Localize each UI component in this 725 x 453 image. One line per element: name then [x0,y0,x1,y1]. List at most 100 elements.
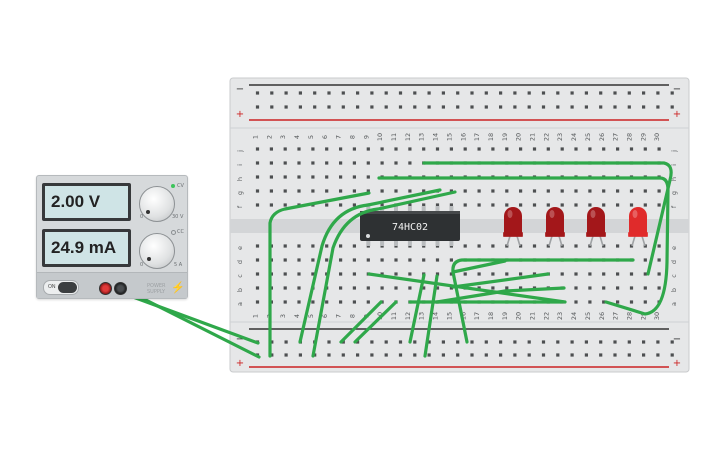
column-number-bottom: 7 [335,314,343,318]
wire-4[interactable] [377,176,670,316]
row-letter-left: e [236,246,244,250]
column-number-top: 2 [265,135,273,139]
row-letter-left: c [236,274,244,278]
column-number-top: 12 [404,133,412,141]
row-letter-left: g [236,191,244,195]
column-number-top: 14 [432,133,440,141]
wire-5[interactable] [422,161,673,276]
wire-1[interactable] [268,191,371,358]
row-letter-left: b [236,288,244,292]
column-number-top: 23 [556,133,564,141]
column-number-bottom: 28 [625,312,633,320]
column-number-top: 26 [598,133,606,141]
column-number-bottom: 15 [445,312,453,320]
column-number-top: 22 [542,133,550,141]
row-letter-left: h [236,177,244,181]
row-letter-right: a [670,302,678,306]
row-letter-right: g [670,191,678,195]
breadboard-labels: 1122334455667788991010111112121313141415… [236,133,678,320]
voltage-readout: 2.00 V [45,186,128,218]
wire-2[interactable] [298,188,442,344]
chip-74hc02[interactable]: 74HC02 [360,206,460,246]
column-number-top: 28 [625,133,633,141]
led[interactable] [503,207,523,247]
column-number-top: 1 [252,135,260,139]
column-number-bottom: 19 [501,312,509,320]
column-number-bottom: 21 [529,312,537,320]
top-rail-plus-left: + [236,109,244,120]
current-knob[interactable] [139,233,175,269]
wire-12[interactable] [451,272,550,289]
column-number-top: 16 [459,133,467,141]
led[interactable] [586,207,606,247]
row-letter-left: a [236,302,244,306]
led[interactable] [545,207,565,247]
wire-9[interactable] [423,274,439,358]
column-number-top: 4 [293,135,301,139]
top-rail-plus-right: + [673,109,681,120]
column-number-top: 6 [321,135,329,139]
wire-11[interactable] [367,272,567,304]
column-number-bottom: 17 [473,312,481,320]
column-number-top: 17 [473,133,481,141]
column-number-bottom: 8 [348,314,356,318]
column-number-bottom: 24 [570,312,578,320]
column-number-top: 21 [529,133,537,141]
column-number-top: 19 [501,133,509,141]
positive-terminal[interactable] [99,282,112,295]
toggle-knob-icon [58,282,77,293]
breadboard-holes [255,91,674,357]
column-number-top: 15 [445,133,453,141]
row-letter-right: i [670,164,678,166]
row-letter-left: d [236,260,244,264]
current-readout: 24.9 mA [45,232,128,264]
row-letter-left: f [236,205,244,208]
row-letter-left: j [236,150,244,153]
column-number-bottom: 27 [612,312,620,320]
bottom-rail-plus-left: + [236,358,244,369]
column-number-bottom: 29 [639,312,647,320]
row-letter-right: f [670,205,678,208]
cv-label: CV [177,183,184,189]
current-knob-label: 5 A [174,262,183,268]
column-number-bottom: 14 [432,312,440,320]
power-toggle-button[interactable]: ON [43,280,79,295]
power-toggle-label: ON [48,284,56,290]
column-number-top: 13 [418,133,426,141]
voltage-knob[interactable] [139,186,175,222]
current-display: 24.9 mA [42,229,131,267]
wire-15[interactable] [451,259,507,274]
row-letter-right: j [670,150,678,153]
row-letter-right: d [670,260,678,264]
column-number-top: 27 [612,133,620,141]
row-letter-left: i [236,164,244,166]
wire-3[interactable] [311,190,457,358]
row-letter-right: h [670,177,678,181]
cv-indicator-icon [171,184,175,188]
cc-indicator-icon [171,230,176,235]
column-number-top: 18 [487,133,495,141]
column-number-top: 24 [570,133,578,141]
top-rail-minus-right: − [673,84,681,95]
bottom-rail-minus-left: − [236,334,244,345]
chip-label: 74HC02 [392,222,428,233]
power-supply: 2.00 V 24.9 mA CV CC 30 V 0 5 A 0 ON POW… [36,175,188,299]
column-number-bottom: 1 [252,314,260,318]
bottom-rail-plus-right: + [673,358,681,369]
wire-6[interactable] [339,300,383,344]
wire-7[interactable] [353,300,398,344]
column-number-top: 25 [584,133,592,141]
led[interactable] [628,207,648,247]
negative-terminal[interactable] [114,282,127,295]
column-number-top: 29 [639,133,647,141]
wire-8[interactable] [408,273,426,344]
column-number-top: 3 [279,135,287,139]
top-rail-minus-left: − [236,84,244,95]
column-number-bottom: 25 [584,312,592,320]
column-number-top: 30 [653,133,661,141]
chip-pins [366,206,454,246]
column-number-top: 10 [376,133,384,141]
lightning-icon: ⚡ [171,282,185,294]
column-number-bottom: 22 [542,312,550,320]
